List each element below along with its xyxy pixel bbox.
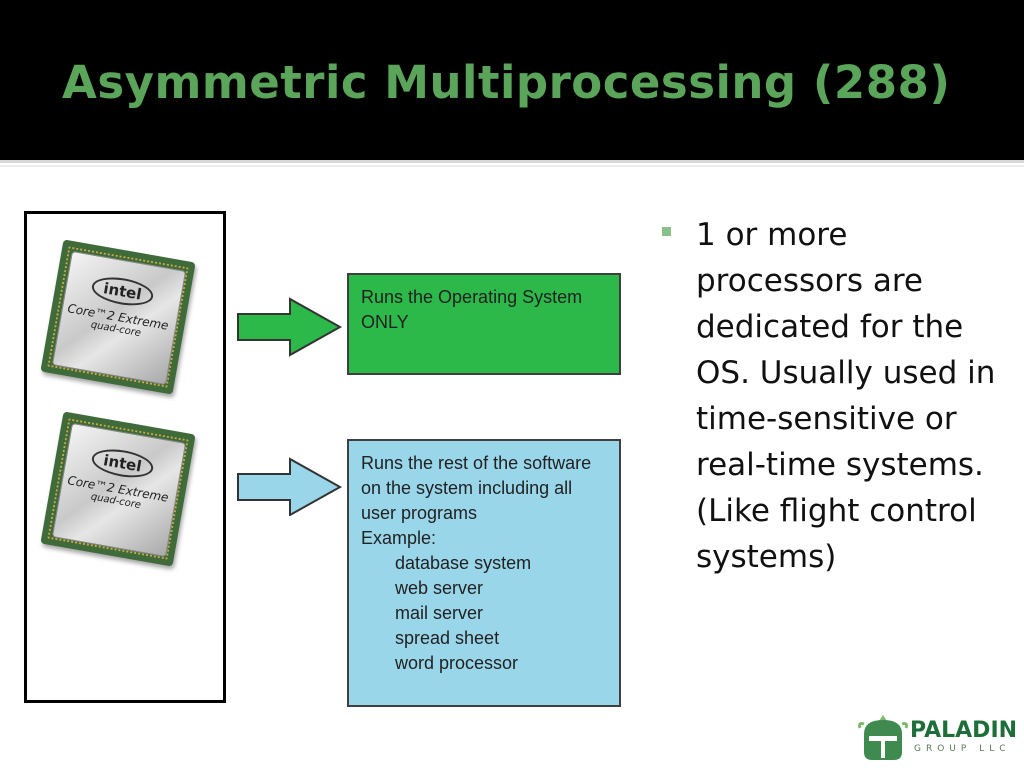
arrow-group <box>237 297 343 516</box>
brand-subtitle: GROUP LLC <box>914 744 1011 754</box>
bullet-text: 1 or more processors are dedicated for t… <box>696 217 996 575</box>
intel-logo: intel <box>89 445 156 482</box>
arrow-right-icon-user <box>237 457 343 516</box>
intel-logo: intel <box>89 273 156 310</box>
divider-line <box>0 160 1024 163</box>
example-item: database system <box>395 553 532 573</box>
user-box-text: Runs the rest of the software on the sys… <box>361 453 592 523</box>
chip-label: intel Core™2 Extreme quad-core <box>52 251 184 383</box>
os-processor-box: Runs the Operating System ONLY <box>347 273 621 375</box>
bullet-list: 1 or more processors are dedicated for t… <box>662 212 1002 580</box>
example-label: Example: <box>361 528 437 548</box>
processor-chip-1: intel Core™2 Extreme quad-core <box>37 236 202 401</box>
example-item: word processor <box>395 653 519 673</box>
example-list: database system web server mail server s… <box>361 551 607 676</box>
chip-label: intel Core™2 Extreme quad-core <box>52 423 184 555</box>
divider-line-secondary <box>0 165 1024 167</box>
slide-title: Asymmetric Multiprocessing (288) <box>62 56 951 109</box>
example-item: spread sheet <box>395 628 500 648</box>
knight-helmet-icon <box>858 715 908 760</box>
brand-logo: PALADIN GROUP LLC <box>858 712 1018 764</box>
title-bar: Asymmetric Multiprocessing (288) <box>0 0 1024 160</box>
user-processor-box: Runs the rest of the software on the sys… <box>347 439 621 707</box>
processor-chip-2: intel Core™2 Extreme quad-core <box>37 408 202 573</box>
example-item: mail server <box>395 603 484 623</box>
arrow-right-icon-os <box>237 297 343 357</box>
os-box-text: Runs the Operating System ONLY <box>361 287 583 332</box>
example-item: web server <box>395 578 484 598</box>
brand-name: PALADIN <box>910 718 1018 743</box>
square-bullet-icon <box>662 227 671 236</box>
